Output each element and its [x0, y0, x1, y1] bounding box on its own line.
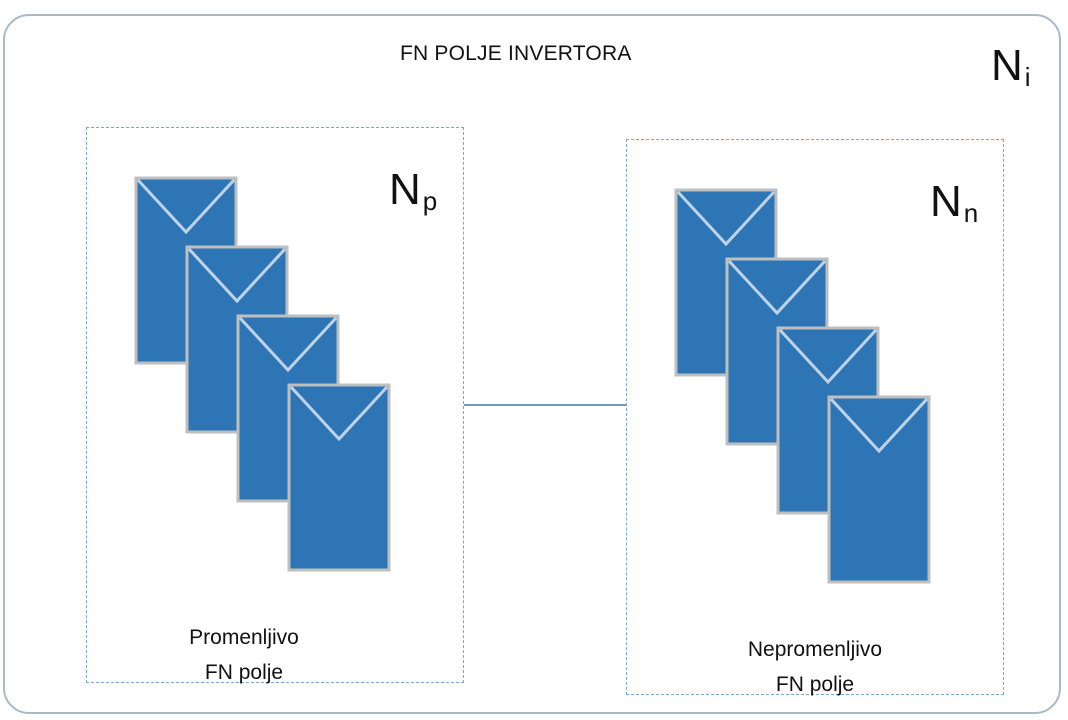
- outer-symbol-base: N: [991, 41, 1023, 90]
- pv-panel-chevron-mark: [289, 385, 389, 442]
- variable-field-label-line-1: Promenljivo: [189, 626, 299, 649]
- variable-field-box: [86, 127, 464, 683]
- variable-field-symbol-base: N: [389, 165, 421, 214]
- pv-panel-chevron-mark: [136, 178, 236, 235]
- fixed-field-box: [626, 139, 1004, 695]
- outer-symbol-ni: Ni: [991, 41, 1031, 92]
- variable-field-symbol: Np: [389, 165, 438, 216]
- variable-field-label: Promenljivo FN polje: [174, 620, 314, 690]
- fixed-pv-panel-4: [827, 395, 931, 584]
- variable-field-label-line-2: FN polje: [204, 661, 284, 684]
- pv-panel-chevron-mark: [829, 397, 929, 454]
- pv-panel-chevron-mark: [187, 247, 287, 304]
- fixed-field-symbol-base: N: [930, 177, 962, 226]
- variable-pv-panel-4: [287, 383, 391, 572]
- fixed-field-symbol-sub: n: [963, 198, 979, 228]
- fixed-field-label-line-2: FN polje: [775, 673, 855, 696]
- field-connector-line: [464, 404, 626, 406]
- fixed-field-symbol: Nn: [930, 177, 979, 228]
- diagram-title: FN POLJE INVERTORA: [400, 42, 632, 65]
- pv-panel-chevron-mark: [238, 316, 338, 373]
- pv-panel-chevron-mark: [676, 190, 776, 247]
- pv-panel-body: [287, 383, 391, 572]
- fixed-field-label: Nepromenljivo FN polje: [710, 632, 920, 702]
- fixed-field-label-line-1: Nepromenljivo: [747, 638, 883, 661]
- pv-panel-chevron-mark: [778, 328, 878, 385]
- pv-panel-body: [827, 395, 931, 584]
- variable-field-symbol-sub: p: [422, 186, 438, 216]
- outer-symbol-sub: i: [1024, 62, 1031, 92]
- pv-panel-chevron-mark: [727, 259, 827, 316]
